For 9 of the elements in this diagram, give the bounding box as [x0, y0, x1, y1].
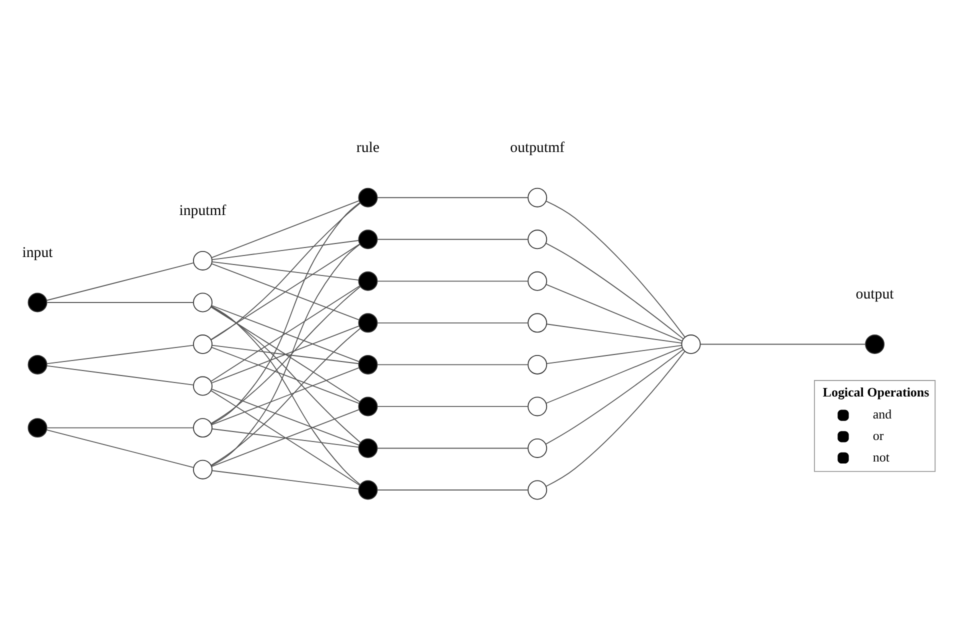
legend-label: and — [872, 406, 892, 422]
legend-label: not — [872, 448, 890, 464]
label: outputmf — [510, 139, 565, 156]
label: rule — [356, 139, 380, 156]
label: inputmf — [179, 202, 226, 219]
label: output — [856, 286, 894, 302]
legend-label: or — [872, 428, 884, 443]
label: input — [22, 244, 53, 260]
label: Logical Operations — [822, 384, 930, 399]
